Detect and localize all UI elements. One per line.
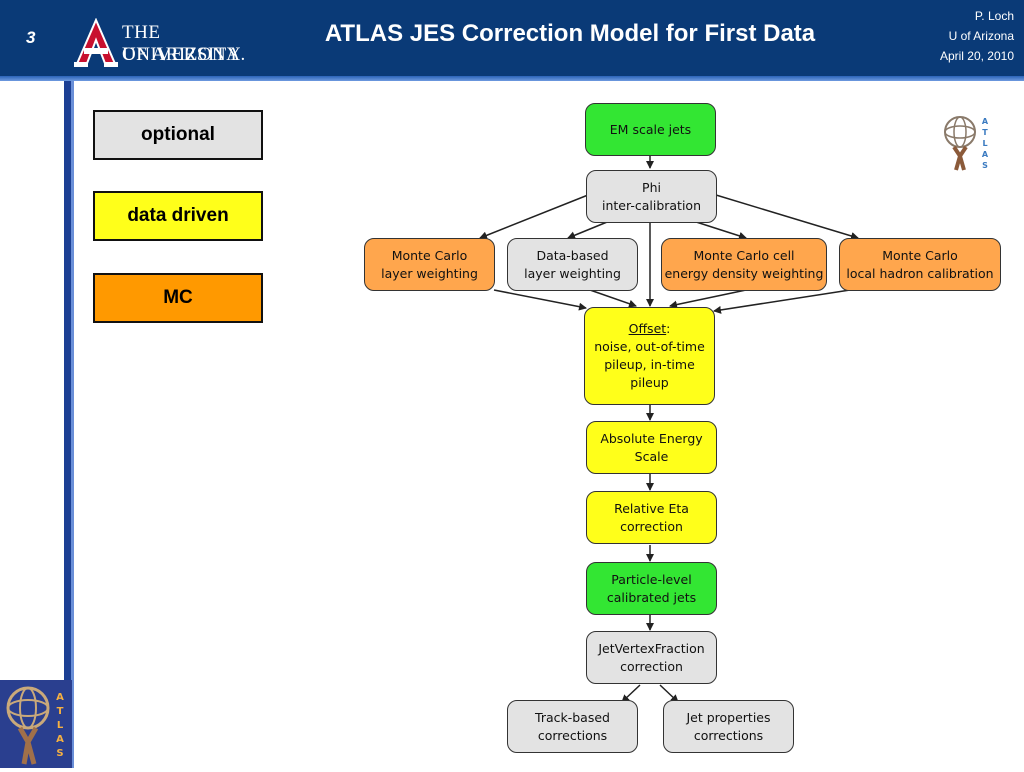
node-mc-cell-line1: Monte Carlo cell — [693, 247, 795, 263]
header-stripe — [0, 76, 1024, 81]
node-mc-layer-line2: layer weighting — [381, 265, 478, 281]
svg-text:A: A — [56, 734, 64, 745]
node-mc-lhc-line2: local hadron calibration — [846, 265, 994, 281]
node-particle-level: Particle-level calibrated jets — [586, 562, 717, 615]
atlas-figure-icon: A T L A S — [6, 686, 64, 765]
legend-mc: MC — [93, 273, 263, 323]
node-relative-eta: Relative Eta correction — [586, 491, 717, 544]
slide-title: ATLAS JES Correction Model for First Dat… — [324, 20, 816, 47]
node-em-scale-jets-label: EM scale jets — [609, 121, 692, 137]
node-track-line2: corrections — [537, 727, 608, 743]
atlas-logo: A T L A S — [938, 112, 994, 172]
node-eta-line1: Relative Eta — [614, 500, 689, 516]
node-particle-line1: Particle-level — [611, 571, 692, 587]
affiliation: U of Arizona — [948, 29, 1014, 43]
node-offset-title: Offset — [628, 321, 667, 336]
node-mc-cell-weighting: Monte Carlo cell energy density weightin… — [661, 238, 827, 291]
side-bar-highlight — [71, 81, 74, 768]
date: April 20, 2010 — [939, 49, 1014, 63]
node-mc-layer-weighting: Monte Carlo layer weighting — [364, 238, 495, 291]
svg-text:T: T — [982, 128, 988, 137]
node-abs-line1: Absolute Energy — [600, 430, 703, 446]
svg-text:A: A — [982, 150, 989, 159]
node-offset-line2: pileup, in-time — [604, 357, 695, 372]
node-particle-line2: calibrated jets — [606, 589, 697, 605]
slide-number: 3 — [26, 28, 36, 47]
svg-text:L: L — [57, 720, 64, 731]
node-phi-intercalibration: Phi inter-calibration — [586, 170, 717, 223]
node-eta-line2: correction — [620, 518, 683, 534]
slide-meta: P. Loch U of Arizona April 20, 2010 — [940, 6, 1014, 66]
node-jet-properties: Jet properties corrections — [663, 700, 794, 753]
node-data-layer-line2: layer weighting — [524, 265, 621, 281]
node-phi-line1: Phi — [642, 179, 661, 195]
node-track-line1: Track-based — [535, 709, 610, 725]
svg-text:S: S — [56, 748, 63, 759]
legend-optional: optional — [93, 110, 263, 160]
header-bar: 3 THE UNIVERSITY OF ARIZONA. ATLAS JES C… — [0, 0, 1024, 76]
node-offset-line1: noise, out-of-time — [594, 339, 705, 354]
node-offset: Offset: noise, out-of-time pileup, in-ti… — [584, 307, 715, 405]
svg-text:L: L — [982, 139, 987, 148]
node-jvf-correction: JetVertexFraction correction — [586, 631, 717, 684]
atlas-globe-icon: A T L A S — [944, 116, 989, 171]
svg-text:A: A — [982, 117, 989, 126]
side-bar — [64, 81, 73, 768]
node-absolute-energy-scale: Absolute Energy Scale — [586, 421, 717, 474]
node-offset-line3: pileup — [630, 375, 669, 390]
university-logo: THE UNIVERSITY OF ARIZONA. — [74, 17, 264, 70]
node-offset-colon: : — [666, 321, 671, 336]
university-name-line1: THE UNIVERSITY — [122, 22, 241, 65]
node-mc-lhc-line1: Monte Carlo — [882, 247, 958, 263]
node-jetprop-line1: Jet properties — [686, 709, 771, 725]
author: P. Loch — [974, 9, 1014, 23]
node-jvf-line2: correction — [620, 658, 683, 674]
node-jvf-line1: JetVertexFraction — [598, 640, 705, 656]
legend-data-driven: data driven — [93, 191, 263, 241]
node-mc-layer-line1: Monte Carlo — [391, 247, 468, 263]
node-data-layer-weighting: Data-based layer weighting — [507, 238, 638, 291]
node-track-based: Track-based corrections — [507, 700, 638, 753]
svg-text:T: T — [57, 706, 64, 717]
node-jetprop-line2: corrections — [693, 727, 764, 743]
node-mc-cell-line2: energy density weighting — [664, 265, 824, 281]
node-data-layer-line1: Data-based — [536, 247, 609, 263]
svg-text:S: S — [982, 161, 988, 170]
arizona-a-icon — [74, 17, 118, 67]
svg-text:A: A — [56, 692, 64, 703]
university-name-line2: OF ARIZONA. — [122, 44, 246, 65]
node-phi-line2: inter-calibration — [602, 197, 701, 213]
node-abs-line2: Scale — [634, 448, 669, 464]
node-mc-local-hadron: Monte Carlo local hadron calibration — [839, 238, 1001, 291]
node-em-scale-jets: EM scale jets — [585, 103, 716, 156]
node-offset-title-line: Offset: — [629, 320, 671, 338]
atlas-corner-logo: A T L A S — [0, 680, 72, 768]
